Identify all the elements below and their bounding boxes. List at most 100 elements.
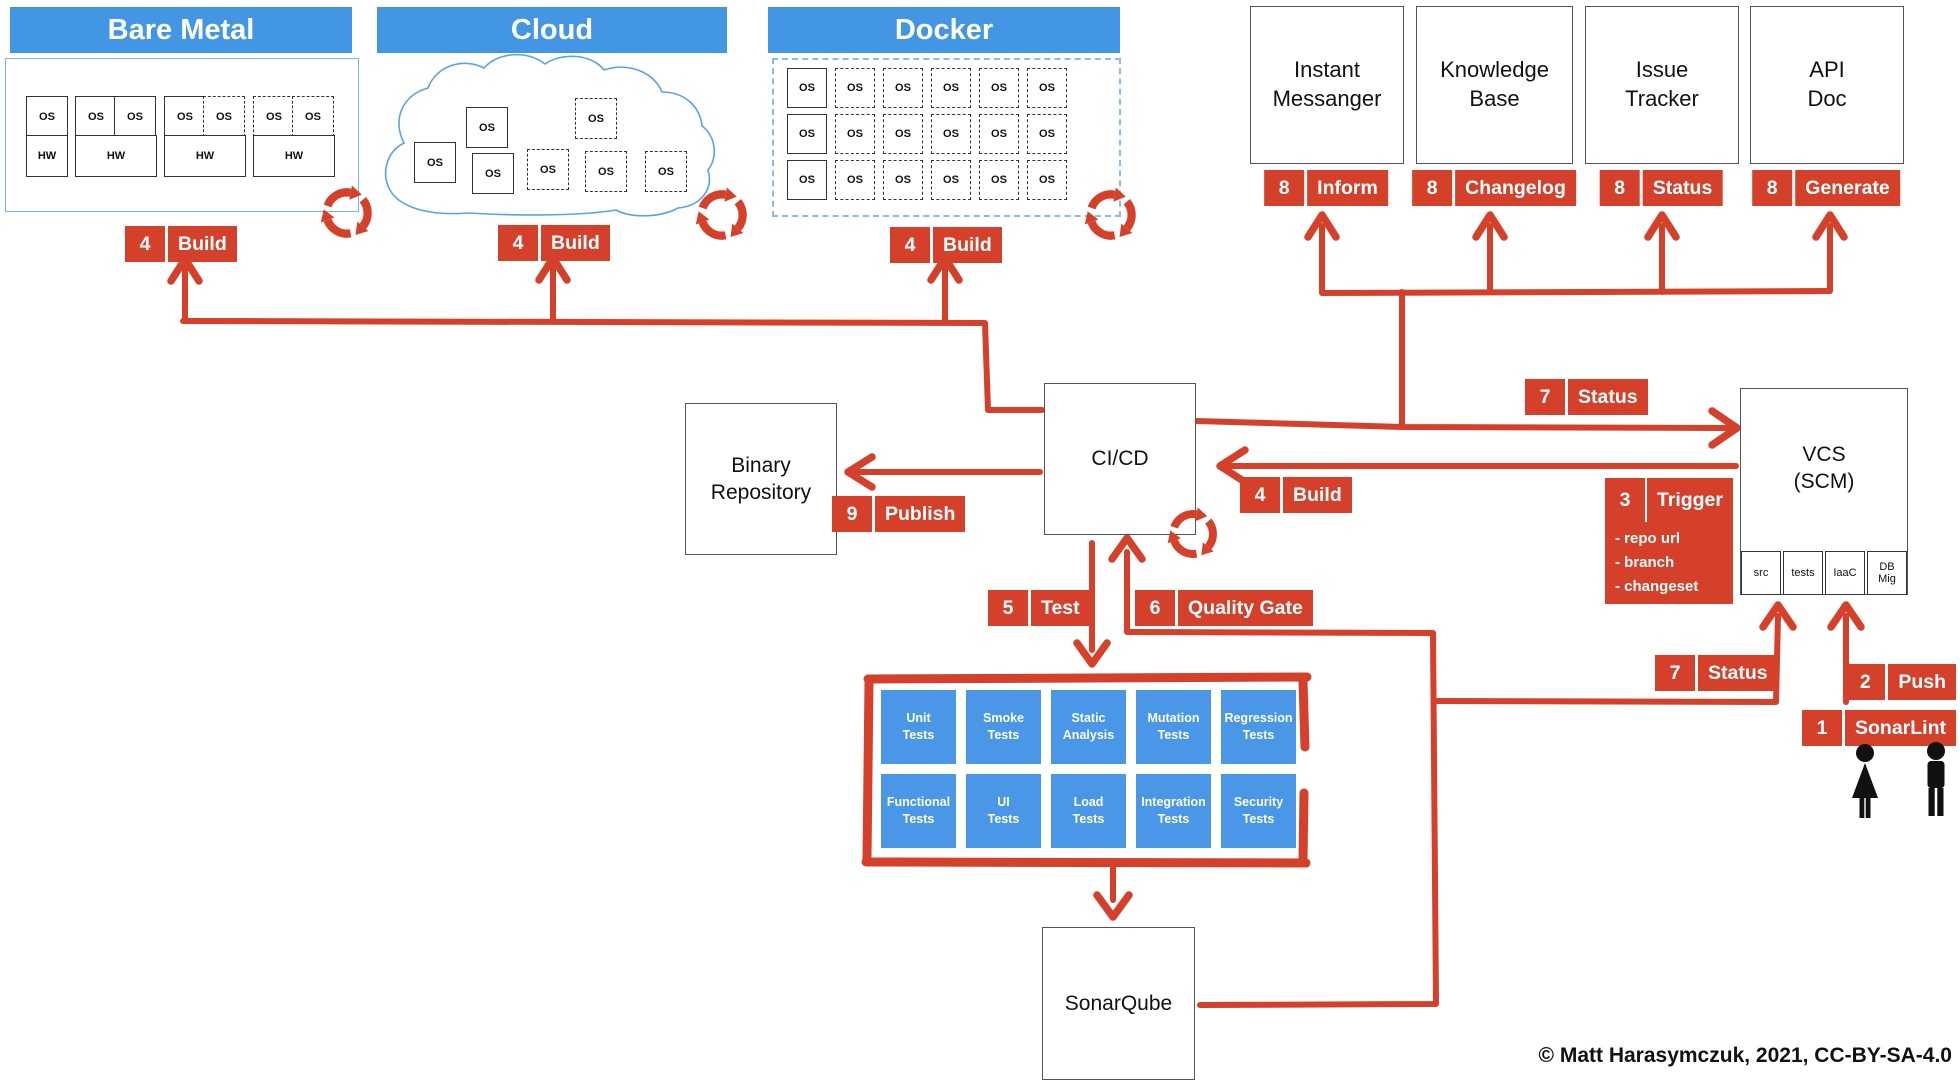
step-label: Status [1708,661,1768,684]
badge-divider [1639,170,1643,206]
cloud-os-box: OS [645,151,687,192]
step-label: Changelog [1465,176,1566,199]
knowledge-base-box: Knowledge Base [1416,6,1573,164]
vcs-compartment-src: src [1741,551,1781,595]
step-label: Test [1041,596,1080,619]
cloud-title: Cloud [510,13,594,46]
docker-os-box: OS [1027,160,1067,200]
docker-header: Docker [768,7,1120,53]
cloud-header: Cloud [377,7,727,53]
bare-metal-os-box: OS [164,96,206,137]
badge-divider [1792,170,1796,206]
api-doc-box: API Doc [1750,6,1904,164]
cloud-os-box: OS [414,142,456,183]
test-type-box: Integration Tests [1136,774,1211,848]
bare-metal-os-box: OS [203,96,245,137]
docker-os-box: OS [883,114,923,154]
step-label: Build [551,231,600,254]
step-number: 3 [1619,488,1631,511]
step-label: Generate [1805,176,1890,199]
vcs-compartment-db-mig: DB Mig [1867,551,1907,595]
vcs-compartment-iaac: IaaC [1825,551,1865,595]
step-badge-status-lower: 7 Status [1655,655,1778,691]
step-label: Inform [1317,176,1378,199]
docker-os-box: OS [931,160,971,200]
test-type-box: Unit Tests [881,690,956,764]
arrowhead [1812,211,1848,241]
bare-metal-hw-box: HW [75,135,157,177]
docker-os-box: OS [979,160,1019,200]
bare-metal-title: Bare Metal [107,13,255,46]
badge-divider [872,496,875,532]
tests-grid: Unit Tests Smoke Tests Static Analysis M… [881,690,1296,848]
cloud-os-box: OS [472,153,514,194]
badge-divider [1452,170,1456,206]
vcs-compartment-tests: tests [1783,551,1823,595]
docker-os-grid: OS OS OS OS OS OS OS OS OS OS OS OS OS O… [787,68,1067,200]
step-label: Publish [885,502,956,525]
arrowhead [1093,891,1133,921]
vcs-compartments: src tests IaaC DB Mig [1741,551,1907,595]
badge-divider [538,225,541,261]
issue-tracker-box: Issue Tracker [1585,6,1739,164]
bare-metal-os-box: OS [114,96,156,137]
step-label: Build [943,233,992,256]
step-number: 7 [1539,385,1551,408]
bare-metal-header: Bare Metal [10,7,352,53]
docker-os-box: OS [883,160,923,200]
step-badge-publish: 9 Publish [832,496,966,532]
test-type-box: Load Tests [1051,774,1126,848]
docker-os-box: OS [835,160,875,200]
badge-divider [1028,590,1031,626]
step-badge-test: 5 Test [988,590,1090,626]
badge-divider [1175,590,1178,626]
test-type-box: UI Tests [966,774,1041,848]
build-bus-line [180,318,1045,413]
step-label: SonarLint [1855,716,1946,739]
docker-os-box: OS [979,68,1019,108]
badge-divider [1280,477,1283,513]
docker-os-box: OS [835,68,875,108]
badge-divider [1842,710,1845,746]
test-type-box: Regression Tests [1221,690,1296,764]
docker-os-box: OS [931,68,971,108]
step-number: 8 [1278,176,1290,199]
step-label: Build [178,232,227,255]
docker-os-box: OS [787,114,827,154]
bare-metal-container [5,58,359,212]
step-number: 8 [1426,176,1438,199]
binary-repository-box: Binary Repository [685,403,837,555]
docker-os-box: OS [787,160,827,200]
test-type-box: Security Tests [1221,774,1296,848]
step-number: 5 [1002,596,1014,619]
cloud-os-box: OS [575,98,617,139]
recycle-icon-cloud [691,188,756,246]
docker-container [772,58,1121,217]
docker-title: Docker [894,13,994,46]
woman-icon [1852,744,1878,818]
trigger-details: - repo url - branch - changeset [1605,522,1733,604]
cicd-box: CI/CD [1044,383,1196,535]
step-number: 8 [1766,176,1778,199]
step-number: 9 [846,502,858,525]
step-number: 4 [139,232,151,255]
arrowhead [1073,639,1111,668]
bare-metal-os-box: OS [75,96,117,137]
step-badge-generate: 8 Generate [1752,170,1900,206]
step-number: 7 [1669,661,1681,684]
docker-os-box: OS [1027,114,1067,154]
cloud-os-box: OS [466,107,508,148]
cloud-os-box: OS [527,149,569,190]
arrowhead [844,453,876,491]
step-label: Status [1578,385,1638,408]
arrowhead [167,255,203,285]
step-label: Trigger [1656,488,1723,511]
bare-metal-os-box: OS [26,96,68,137]
step-badge-trigger: 3 Trigger [1605,478,1733,522]
arrowhead [1827,601,1865,631]
step-label: Build [1293,483,1342,506]
